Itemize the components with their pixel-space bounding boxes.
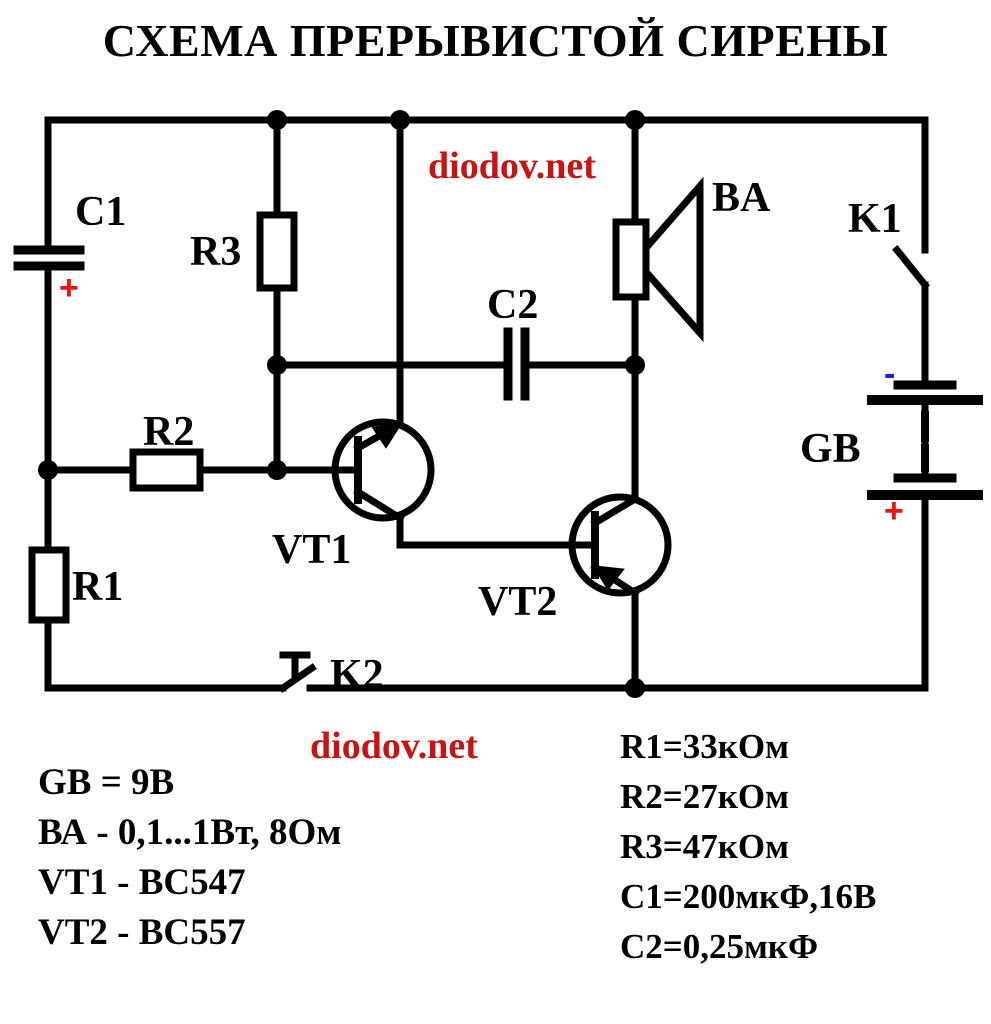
note-right-2: R3=47кОм (620, 827, 789, 866)
switch-k1-blade[interactable] (892, 245, 930, 290)
label-r1: R1 (72, 564, 123, 610)
watermark-top: diodov.net (428, 145, 596, 187)
label-c1: C1 (75, 189, 126, 235)
notes-left-block: GB = 9В ВА - 0,1...1Вт, 8Ом VT1 - BC547 … (38, 758, 341, 958)
note-right-3: C1=200мкФ,16В (620, 877, 877, 916)
junction-dot-mid-r3 (267, 355, 287, 375)
label-vt1: VT1 (272, 527, 351, 573)
resistor-r2-body (129, 448, 204, 492)
junction-dot-bottom-vt2 (625, 678, 645, 698)
junction-dot-top-speaker (625, 110, 645, 130)
page-title: СХЕМА ПРЕРЫВИСТОЙ СИРЕНЫ (102, 15, 889, 66)
junction-dot-top-r3 (267, 110, 287, 130)
note-left-3: VT2 - BC557 (38, 912, 246, 953)
transistor-vt2-collector-lead (590, 494, 640, 528)
junction-dot-top-vt1 (390, 110, 410, 130)
label-r3: R3 (190, 229, 241, 275)
label-gb: GB (800, 426, 861, 472)
transistor-vt2-arrow (592, 565, 625, 591)
note-right-1: R2=27кОм (620, 777, 789, 816)
note-right-4: C2=0,25мкФ (620, 927, 819, 966)
note-right-0: R1=33кОм (620, 727, 789, 766)
note-left-2: VT1 - BC547 (38, 862, 246, 903)
polarity-c1-plus: + (59, 269, 79, 307)
speaker-ba-horn (642, 176, 704, 343)
label-ba: BA (712, 175, 771, 221)
transistor-vt1-collector-lead (353, 487, 405, 523)
resistor-r3-body (256, 211, 298, 292)
polarity-gb-minus: - (884, 355, 895, 393)
note-left-0: GB = 9В (38, 762, 175, 803)
label-c2: C2 (487, 282, 538, 328)
label-k2: K2 (330, 652, 384, 698)
label-vt2: VT2 (478, 579, 557, 625)
watermark-bottom: diodov.net (310, 725, 478, 767)
junction-dot-r2-right (267, 460, 287, 480)
resistor-r1-body (28, 546, 70, 624)
speaker-ba-body (612, 218, 650, 301)
label-r2: R2 (143, 409, 194, 455)
junction-dot-r2-left (38, 460, 58, 480)
note-left-1: ВА - 0,1...1Вт, 8Ом (38, 812, 342, 853)
transistor-vt1-arrow (371, 422, 404, 449)
junction-dot-mid-speaker (625, 355, 645, 375)
notes-right-block: R1=33кОм R2=27кОм R3=47кОм C1=200мкФ,16В… (620, 722, 876, 972)
label-k1: K1 (848, 196, 902, 242)
polarity-gb-plus: + (884, 492, 904, 530)
